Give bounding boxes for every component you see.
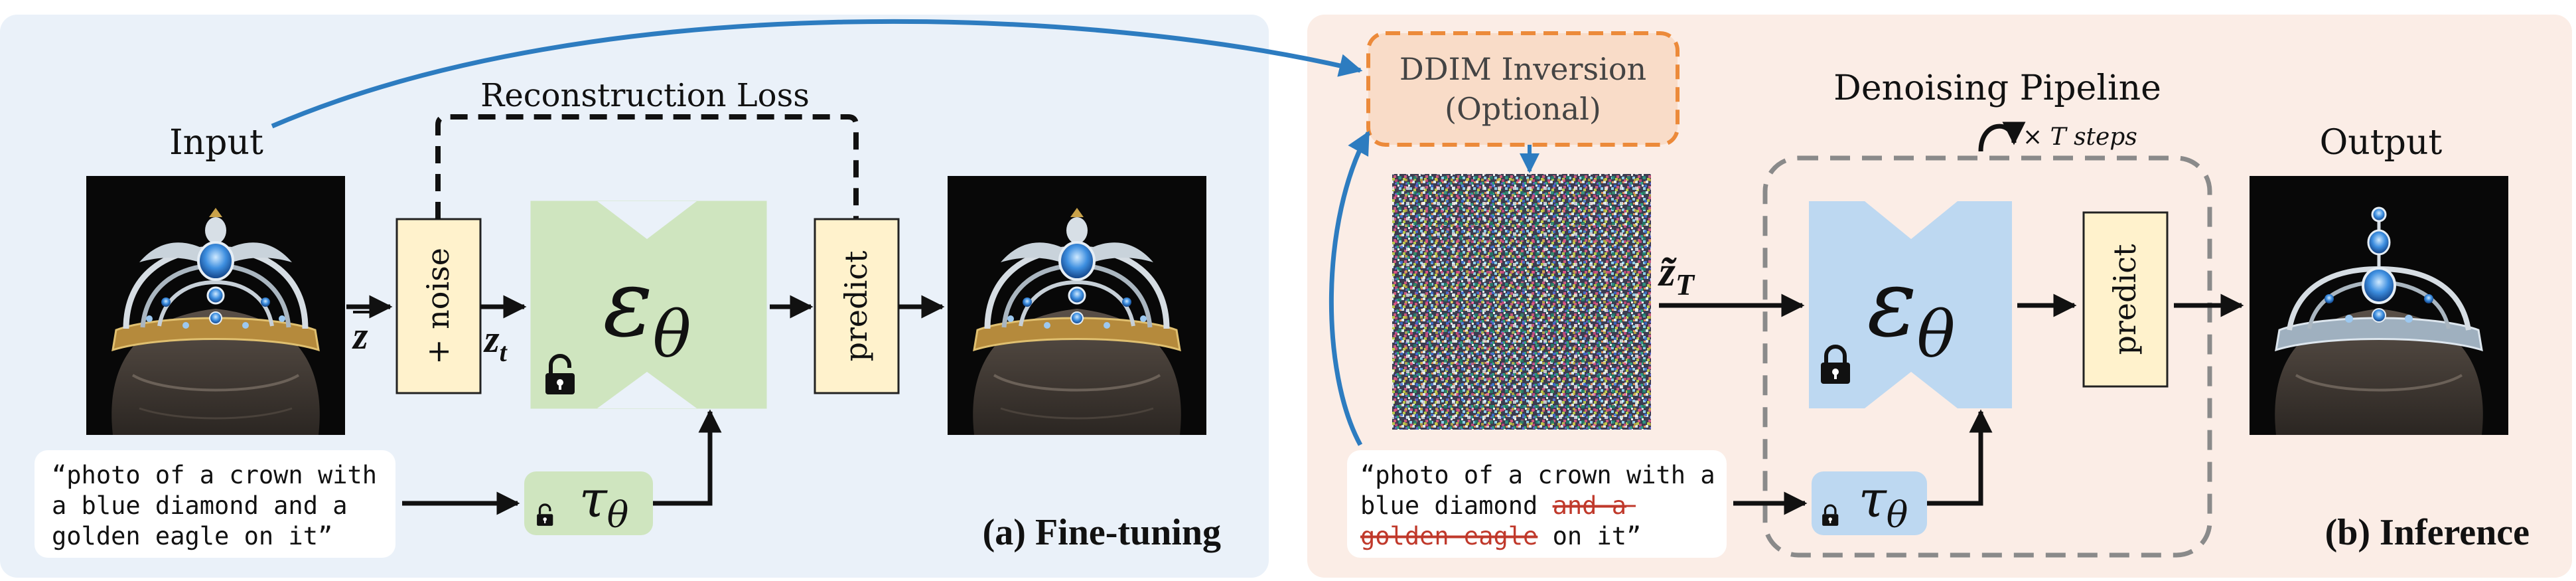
tau-theta-inference: τθ	[1859, 469, 1908, 536]
ddim-label-1: DDIM Inversion	[1399, 51, 1646, 87]
zT-label: z̃T	[1658, 248, 1695, 301]
reconstructed-crown-image	[948, 176, 1206, 435]
text-encoder-inference	[1812, 471, 1927, 535]
predict-label-inference: predict	[2107, 244, 2143, 355]
noise-latent-overlay	[1392, 174, 1651, 430]
unet-inf-notch-bottom	[1865, 372, 1958, 408]
inference-title: (b) Inference	[2325, 512, 2530, 553]
tau-inf-sub: θ	[1887, 494, 1908, 536]
output-label: Output	[2320, 123, 2443, 163]
arrow-prompt-to-ddim	[1328, 130, 1371, 446]
reconstruction-loss-path	[435, 114, 859, 219]
zt-sub: t	[500, 337, 508, 367]
unet-inf-notch-top	[1865, 201, 1958, 239]
inf-prompt-kept: blue diamond	[1360, 491, 1553, 520]
zT-sub: T	[1676, 268, 1695, 301]
zT-main: z̃	[1658, 248, 1677, 295]
zt-label: zt	[483, 317, 508, 367]
ddim-label-2: (Optional)	[1445, 91, 1601, 127]
tau-sub: θ	[607, 494, 629, 536]
loop-arrow-icon	[1978, 122, 2026, 152]
prompt-box-finetune	[35, 450, 395, 558]
arrow-input-to-ddim	[271, 19, 1363, 129]
eps-main: ε	[603, 250, 653, 358]
prompt-line-2: a blue diamond and a	[52, 491, 348, 520]
pipeline-label: Denoising Pipeline	[1833, 68, 2161, 108]
output-crown-image	[2250, 176, 2508, 435]
text-encoder-finetune	[524, 471, 653, 535]
recon-loss-label: Reconstruction Loss	[480, 77, 810, 114]
arrow-text-encoder-to-model-inf	[1927, 409, 1993, 506]
eps-theta-inference: εθ	[1867, 250, 1956, 372]
tau-inf-main: τ	[1859, 469, 1888, 529]
eps-theta-finetune: εθ	[603, 250, 691, 372]
tau-theta-finetune: τθ	[579, 469, 629, 536]
unet-notch-top	[597, 201, 697, 239]
inf-prompt-line-1: “photo of a crown with a	[1360, 461, 1715, 489]
unet-model-inference	[1809, 201, 2012, 408]
denoising-pipeline-box	[1762, 155, 2212, 558]
z-label: z	[352, 314, 368, 357]
zt-main: z	[483, 317, 500, 361]
tau-main: τ	[579, 469, 608, 529]
eps-inf-main: ε	[1867, 250, 1917, 358]
prompt-line-3: golden eagle on it”	[52, 522, 332, 550]
prompt-line-1: “photo of a crown with	[52, 461, 377, 489]
eps-inf-sub: θ	[1917, 297, 1956, 372]
input-label: Input	[169, 123, 263, 163]
noise-label: + noise	[420, 248, 456, 365]
ddim-inversion-box	[1366, 31, 1680, 147]
prompt-box-inference	[1347, 450, 1727, 558]
unet-notch-bottom	[597, 372, 697, 408]
input-crown-image	[86, 176, 345, 435]
inf-prompt-end: on it”	[1538, 522, 1641, 550]
eps-sub: θ	[653, 297, 691, 372]
noise-box	[395, 218, 482, 394]
arrow-text-encoder-to-model	[653, 409, 722, 506]
predict-label-finetune: predict	[838, 250, 874, 362]
finetune-title: (a) Fine-tuning	[983, 512, 1221, 553]
steps-label: × T steps	[2023, 124, 2137, 151]
predict-box-inference	[2082, 211, 2169, 388]
